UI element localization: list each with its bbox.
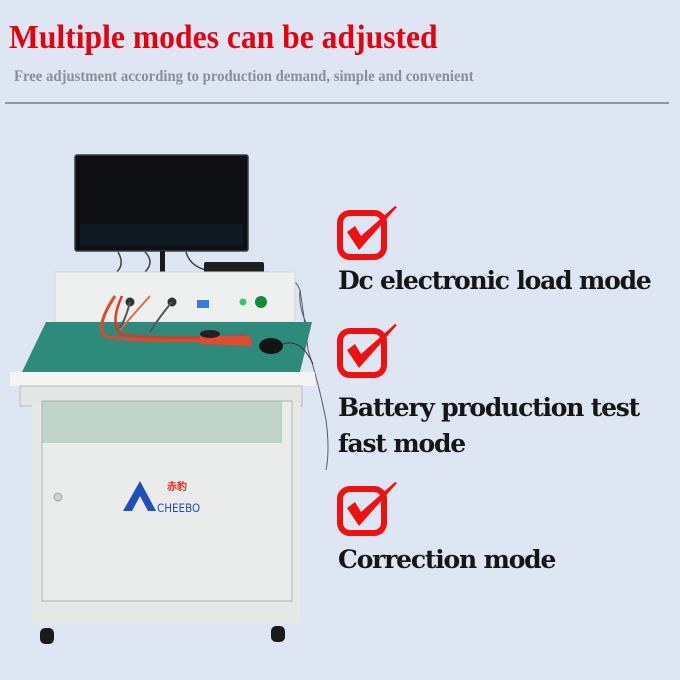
checkbox-checked-icon	[337, 206, 397, 260]
svg-text:赤豹: 赤豹	[167, 480, 187, 493]
checkbox-checked-icon	[337, 324, 397, 378]
battery-test-bench-image: 赤豹 CHEEBO	[10, 154, 329, 644]
header-divider	[5, 102, 669, 104]
svg-text:CHEEBO: CHEEBO	[157, 501, 200, 515]
cheebo-logo: 赤豹 CHEEBO	[123, 480, 200, 515]
feature-label: Correction mode	[338, 545, 556, 574]
page-subtitle: Free adjustment according to production …	[14, 68, 474, 85]
checkbox-checked-icon	[337, 482, 397, 536]
feature-label: Dc electronic load mode	[338, 266, 652, 295]
feature-label-line-1: Battery production test	[338, 393, 640, 422]
page-title: Multiple modes can be adjusted	[9, 19, 438, 56]
feature-label-line-2: fast mode	[338, 429, 466, 458]
